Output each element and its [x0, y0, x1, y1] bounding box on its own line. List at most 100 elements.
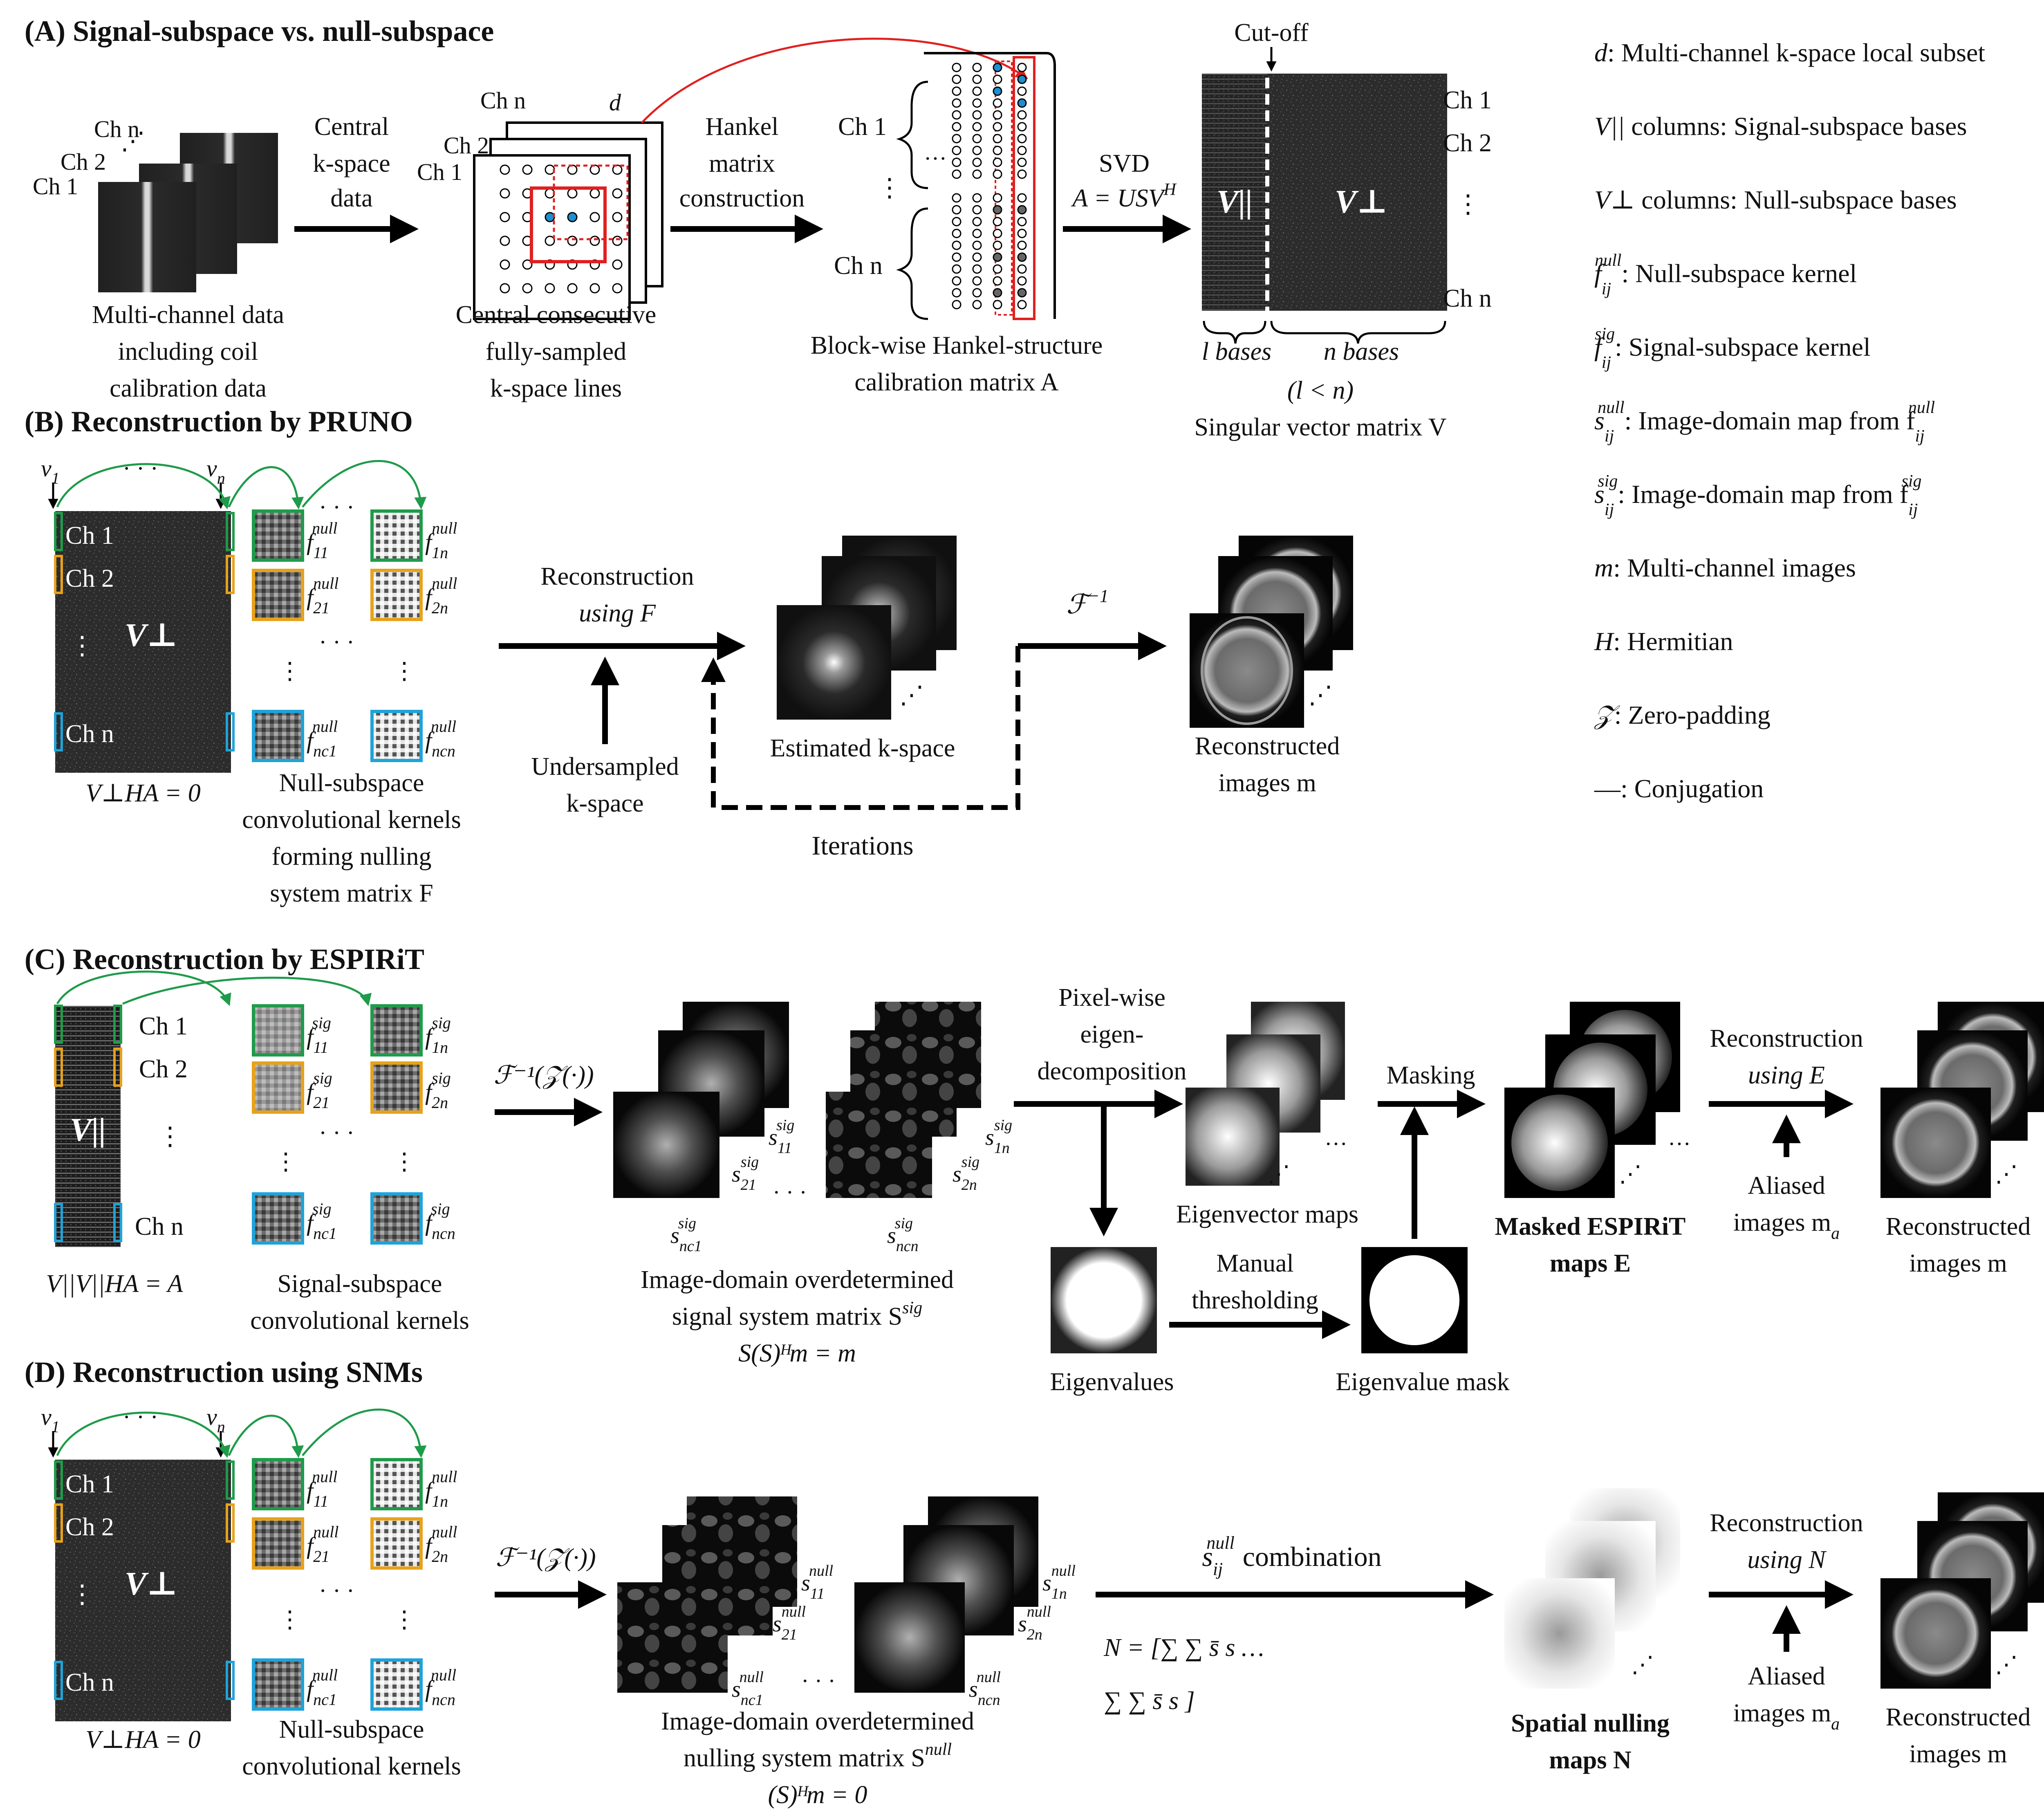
- grid-chn-label: Ch n: [480, 87, 526, 114]
- hankel-entry: [952, 74, 961, 84]
- kspace-sample-point: [567, 212, 578, 222]
- hankel-entry: [1017, 110, 1027, 120]
- c-manual-label: Manual thresholding: [1192, 1249, 1318, 1314]
- hankel-entry: [952, 122, 961, 132]
- d-kernels: [252, 1458, 423, 1711]
- hankel-entry: [993, 217, 1002, 227]
- svg-text:nulling system matrix Snull: nulling system matrix Snull: [684, 1740, 952, 1772]
- c-ch2: Ch 2: [139, 1055, 188, 1083]
- d-n-equation-2: ∑ ∑ s̄ s ]: [1104, 1687, 1195, 1715]
- svg-text:k-space lines: k-space lines: [490, 375, 622, 402]
- hankel-entry: [972, 193, 982, 203]
- kspace-sample-point: [500, 236, 510, 246]
- d-ch2: Ch 2: [65, 1513, 114, 1541]
- svg-text:Image-domain overdetermined: Image-domain overdetermined: [661, 1707, 974, 1735]
- svg-text:s2nnull: s2nnull: [1018, 1603, 1051, 1643]
- d-kernel-vdots-r: ⋮: [392, 1606, 416, 1633]
- svg-text:f2nsig: f2nsig: [425, 1069, 451, 1112]
- hankel-chn: Ch n: [834, 252, 883, 280]
- hankel-entry: [1017, 193, 1027, 203]
- hankel-entry: [993, 74, 1002, 84]
- svg-text:fnc1null: fnc1null: [307, 717, 338, 760]
- c-v-par-matrix: [55, 1006, 121, 1247]
- red-mapping-arrow: [641, 38, 1028, 123]
- hankel-entry: [972, 98, 982, 108]
- svg-text:convolutional kernels: convolutional kernels: [242, 806, 461, 834]
- svg-text:images m: images m: [1909, 1740, 2007, 1768]
- d-map-dots: · · ·: [801, 1669, 836, 1694]
- section-a-title: (A) Signal-subspace vs. null-subspace: [25, 15, 494, 47]
- local-subset-box-2: [553, 164, 629, 240]
- svg-text:Reconstructed: Reconstructed: [1886, 1213, 2031, 1240]
- hankel-entry: [1017, 276, 1027, 286]
- hankel-vdots: ⋮: [877, 174, 902, 202]
- svg-text:fully-sampled: fully-sampled: [486, 338, 626, 366]
- hankel-entry: [952, 193, 961, 203]
- hankel-columns: [952, 63, 1027, 310]
- hankel-hdots: …: [924, 139, 947, 165]
- b-box-orange-r: [226, 555, 235, 594]
- hankel-entry: [1017, 205, 1027, 215]
- d-box-orange-l: [54, 1503, 63, 1543]
- kspace-sample-point: [612, 164, 623, 175]
- svg-text:system matrix F: system matrix F: [270, 879, 433, 907]
- hankel-entry: [972, 110, 982, 120]
- svg-text:sncnnull: sncnnull: [969, 1669, 1001, 1709]
- d-recon-dots: ⋰: [1995, 1652, 2018, 1678]
- d-green-arrow-1: [56, 1411, 231, 1458]
- hankel-entry: [993, 240, 1002, 250]
- svg-text:Multi-channel data: Multi-channel data: [92, 301, 284, 329]
- section-c-title: (C) Reconstruction by ESPIRiT: [25, 943, 424, 976]
- hankel-matrix: [924, 52, 1056, 320]
- d-recon-label: Reconstruction using N: [1710, 1509, 1863, 1574]
- hankel-entry: [972, 300, 982, 310]
- c-eigenvalues-label: Eigenvalues: [1050, 1368, 1174, 1396]
- svd-eq: A = USVH: [1071, 180, 1177, 212]
- svg-text:s2nsig: s2nsig: [953, 1153, 979, 1193]
- b-finv: ℱ−1: [1066, 586, 1109, 619]
- d-label: d: [609, 89, 621, 116]
- v-ch1: Ch 1: [1443, 86, 1492, 114]
- l-bases-brace: [1203, 321, 1266, 344]
- svg-text:Masked ESPIRiT: Masked ESPIRiT: [1495, 1213, 1686, 1240]
- hankel-entry: [993, 63, 1002, 72]
- c-box-green-r: [113, 1005, 122, 1044]
- hankel-entry: [993, 122, 1002, 132]
- c-reconstructed-label: Reconstructed images m: [1886, 1213, 2031, 1277]
- svg-text:construction: construction: [679, 184, 805, 212]
- hankel-entry: [1017, 288, 1027, 298]
- hankel-entry: [993, 98, 1002, 108]
- svg-text:fnc1sig: fnc1sig: [307, 1200, 337, 1243]
- kspace-sample-point: [612, 236, 623, 246]
- c-eigen-label: Pixel-wise eigen- decomposition: [1037, 984, 1186, 1085]
- hankel-entry: [972, 217, 982, 227]
- hankel-entry: [972, 63, 982, 72]
- svg-text:Null-subspace: Null-subspace: [279, 769, 424, 797]
- hankel-brace-1: [896, 81, 928, 189]
- d-vperp-label: V⊥: [125, 1566, 178, 1602]
- c-map-dots: · · ·: [773, 1180, 807, 1205]
- b-ch1: Ch 1: [65, 522, 114, 550]
- legend-item-z: 𝒵: Zero-padding: [1594, 700, 1771, 729]
- hankel-entry: [1017, 122, 1027, 132]
- d-reconstructed-label: Reconstructed images m: [1886, 1703, 2031, 1768]
- svg-text:Central: Central: [314, 113, 389, 141]
- b-box-green-r: [226, 512, 235, 551]
- c-green-arrow-1: [56, 970, 231, 1006]
- a-ch2-label: Ch 2: [61, 148, 106, 175]
- d-v-perp-matrix: [55, 1460, 231, 1721]
- kspace-sample-point: [589, 283, 600, 294]
- b-eq: V⊥HA = 0: [85, 779, 201, 807]
- kspace-sample-point: [522, 259, 533, 270]
- svg-text:images ma: images ma: [1733, 1209, 1840, 1243]
- svg-text:Spatial nulling: Spatial nulling: [1511, 1709, 1670, 1737]
- b-v1: v1: [41, 455, 60, 487]
- svg-text:Central consecutive: Central consecutive: [456, 301, 657, 329]
- section-b-title: (B) Reconstruction by PRUNO: [25, 405, 413, 438]
- hankel-entry: [1017, 98, 1027, 108]
- hankel-entry: [952, 288, 961, 298]
- c-masked-dots2: ⋰: [1619, 1162, 1642, 1187]
- svg-text:data: data: [330, 184, 372, 212]
- d-eq: V⊥HA = 0: [85, 1726, 201, 1754]
